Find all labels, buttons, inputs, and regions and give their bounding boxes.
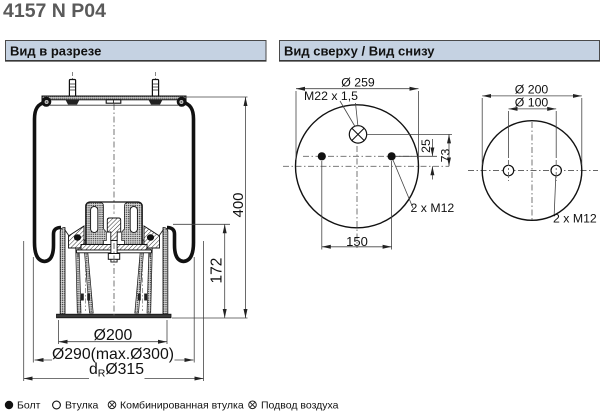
svg-text:150: 150	[346, 234, 368, 249]
svg-text:25: 25	[419, 139, 433, 153]
svg-text:172: 172	[209, 258, 226, 284]
svg-text:Комбинированная втулка: Комбинированная втулка	[120, 400, 244, 412]
svg-text:73: 73	[438, 149, 452, 163]
svg-text:Болт: Болт	[17, 400, 41, 412]
svg-text:Подвод воздуха: Подвод воздуха	[261, 400, 339, 412]
svg-text:Втулка: Втулка	[65, 400, 99, 412]
svg-text:Ø 100: Ø 100	[515, 95, 549, 109]
svg-text:400: 400	[230, 192, 247, 217]
svg-text:Ø290(max.Ø300): Ø290(max.Ø300)	[52, 346, 174, 363]
svg-text:M22 x 1,5: M22 x 1,5	[304, 89, 358, 103]
svg-text:Ø 259: Ø 259	[341, 75, 375, 89]
svg-text:4157 N P04: 4157 N P04	[3, 0, 106, 22]
svg-text:2 x M12: 2 x M12	[553, 212, 597, 226]
svg-text:Ø200: Ø200	[94, 327, 133, 344]
svg-text:Ø 200: Ø 200	[515, 82, 549, 96]
svg-text:Вид сверху / Вид снизу: Вид сверху / Вид снизу	[284, 44, 435, 59]
svg-text:dRØ315: dRØ315	[89, 361, 144, 380]
svg-text:2 x M12: 2 x M12	[411, 201, 455, 215]
svg-text:Вид в разрезе: Вид в разрезе	[10, 44, 101, 59]
